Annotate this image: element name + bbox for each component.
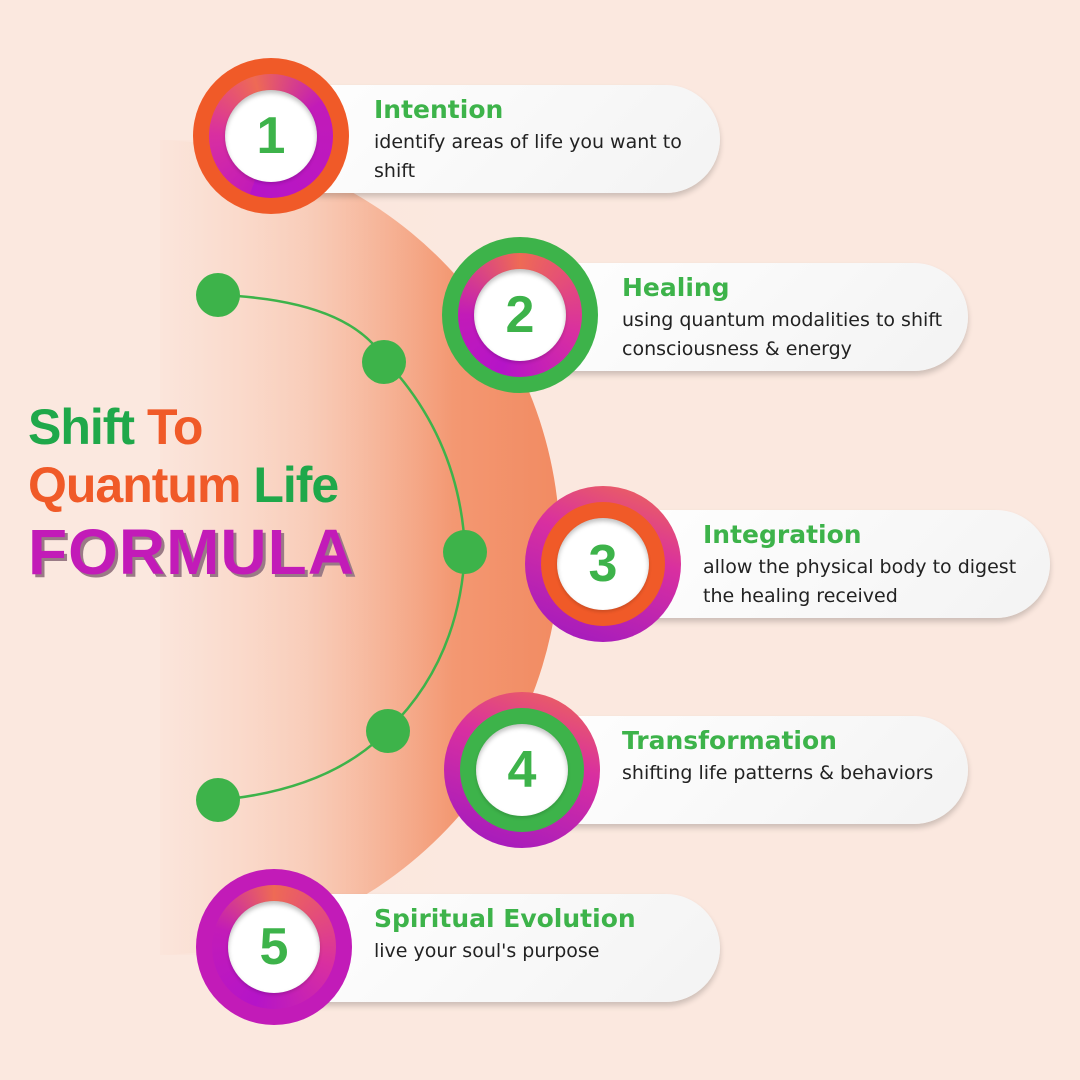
step-1-description: identify areas of life you want to shift [374, 131, 682, 182]
step-2-badge: 2 [442, 237, 598, 393]
step-3-text: Integration allow the physical body to d… [703, 520, 1043, 611]
step-1-text: Intention identify areas of life you wan… [374, 95, 694, 186]
step-4-badge: 4 [444, 692, 600, 848]
title-word-quantum: Quantum [28, 457, 241, 513]
step-1-number: 1 [225, 90, 317, 182]
step-4-heading: Transformation [622, 726, 837, 755]
step-2-heading: Healing [622, 273, 730, 302]
title-line-2: Quantum Life [28, 460, 355, 510]
step-5-number: 5 [228, 901, 320, 993]
title-line-1: Shift To [28, 402, 355, 452]
step-1-badge: 1 [193, 58, 349, 214]
step-5-heading: Spiritual Evolution [374, 904, 636, 933]
step-1-heading: Intention [374, 95, 504, 124]
title-word-shift: Shift [28, 399, 135, 455]
step-3-badge: 3 [525, 486, 681, 642]
title-word-to: To [147, 399, 203, 455]
step-5-description: live your soul's purpose [374, 940, 600, 962]
title-word-life: Life [253, 457, 339, 513]
step-3-number: 3 [557, 518, 649, 610]
step-5-text: Spiritual Evolution live your soul's pur… [374, 904, 704, 966]
step-4-description: shifting life patterns & behaviors [622, 762, 934, 784]
step-4-text: Transformation shifting life patterns & … [622, 726, 942, 788]
step-3-heading: Integration [703, 520, 862, 549]
step-2-text: Healing using quantum modalities to shif… [622, 273, 962, 364]
step-5-badge: 5 [196, 869, 352, 1025]
step-4-number: 4 [476, 724, 568, 816]
step-2-description: using quantum modalities to shift consci… [622, 309, 943, 360]
page-title: Shift To Quantum Life FORMULA [28, 402, 355, 584]
step-3-description: allow the physical body to digest the he… [703, 556, 1017, 607]
step-2-number: 2 [474, 269, 566, 361]
title-formula: FORMULA [28, 516, 355, 588]
